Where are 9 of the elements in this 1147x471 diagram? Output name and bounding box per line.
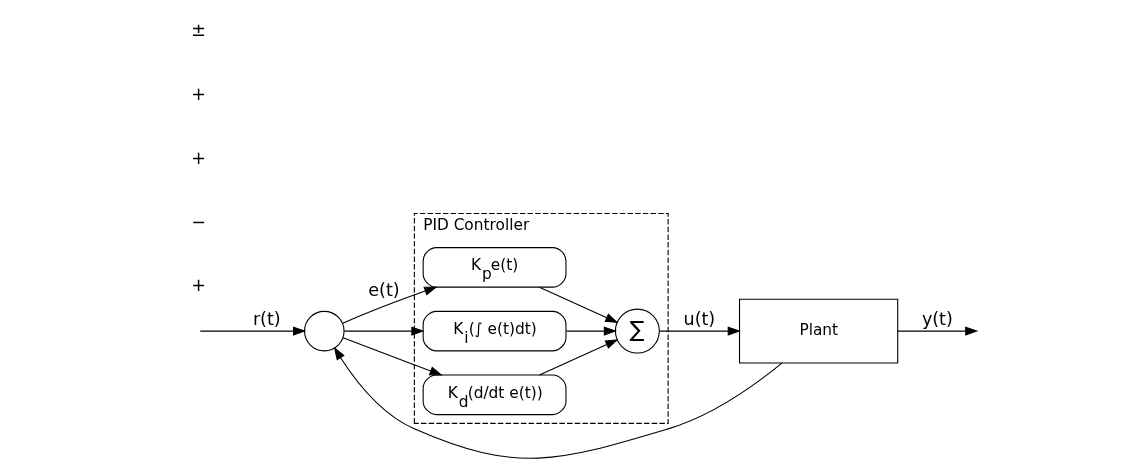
edge-label: u(t) xyxy=(683,309,716,330)
edge-label: y(t) xyxy=(921,309,953,330)
label: + xyxy=(191,147,207,168)
edge-label: e(t) xyxy=(368,279,400,300)
label: + xyxy=(191,275,207,296)
label: − xyxy=(191,211,207,232)
label: ± xyxy=(191,20,207,41)
label: + xyxy=(191,84,207,105)
edge-label: r(t) xyxy=(252,309,281,330)
